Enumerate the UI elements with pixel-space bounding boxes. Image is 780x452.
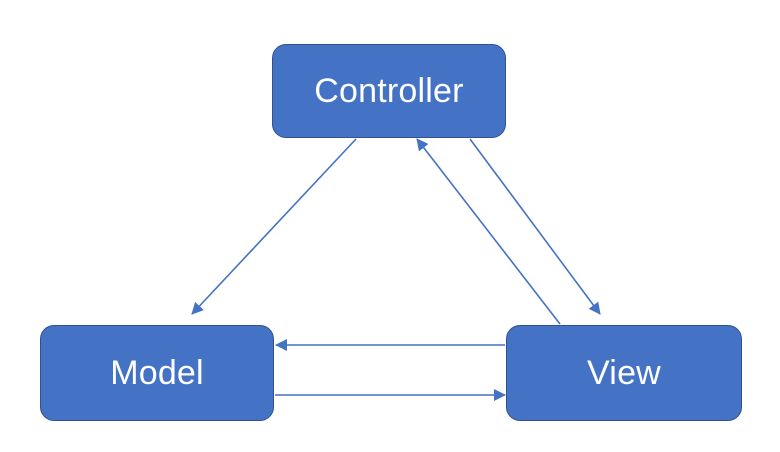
view-node: View [506, 325, 742, 421]
view-label: View [587, 354, 661, 392]
controller-label: Controller [314, 72, 464, 110]
arrow-controller-to-model [191, 138, 357, 315]
arrow-controller-to-view [469, 138, 601, 315]
controller-node: Controller [272, 44, 506, 138]
model-label: Model [110, 354, 204, 392]
arrow-view-to-controller [416, 138, 561, 325]
model-node: Model [40, 325, 274, 421]
